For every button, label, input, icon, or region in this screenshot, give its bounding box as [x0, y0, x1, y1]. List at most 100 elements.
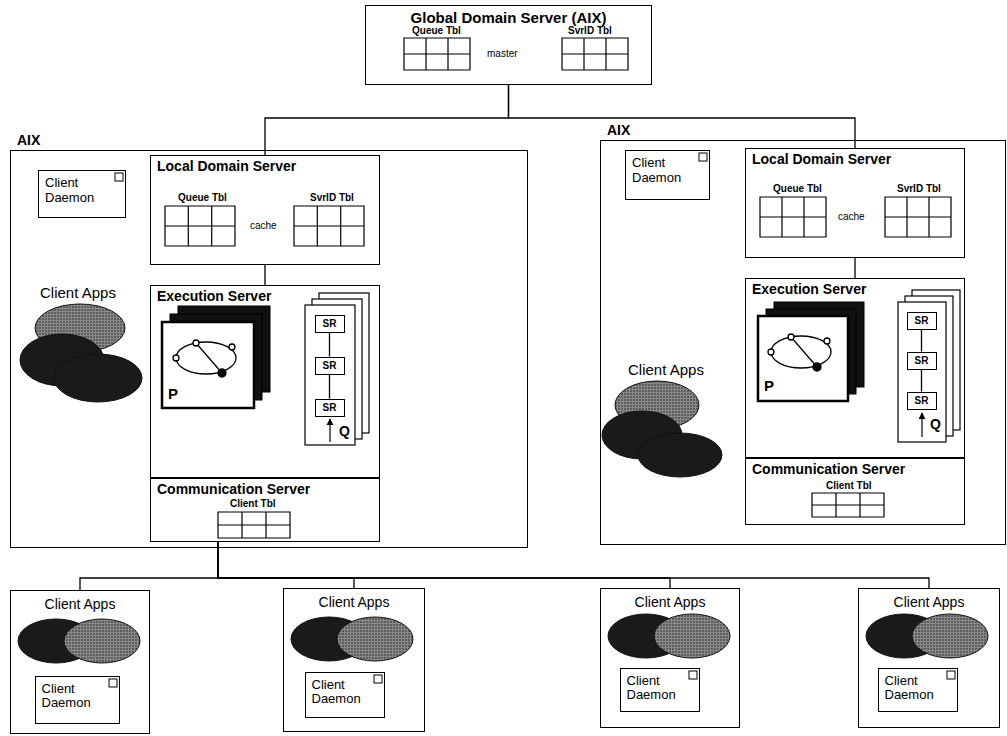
- host-box: AIXClient DaemonLocal Domain ServerExecu…: [10, 150, 528, 548]
- box-label: Client Daemon: [39, 171, 103, 206]
- part-label: cache: [838, 211, 865, 222]
- part-label: Queue Tbl: [178, 192, 227, 203]
- server-box: Execution ServerSR SR SR: [150, 285, 380, 478]
- box-label: Local Domain Server: [746, 149, 964, 169]
- box-label: Client Apps: [859, 589, 999, 610]
- table-grid: [760, 197, 826, 237]
- connector-line: [265, 85, 509, 155]
- connector-line: [329, 375, 330, 399]
- box-label: Client Daemon: [306, 673, 370, 708]
- part-label: Client Apps: [40, 285, 116, 302]
- graph-illustration: [768, 334, 831, 371]
- box-label: Global Domain Server (AIX): [366, 6, 651, 26]
- daemon-corner-mark: [109, 153, 955, 687]
- service-request-box: SR: [907, 352, 937, 370]
- server-box: Communication Server: [150, 478, 380, 542]
- daemon-box: Client Daemon: [625, 150, 710, 200]
- box-label: SR: [316, 316, 344, 331]
- part-label: cache: [250, 220, 277, 231]
- connector-line: [218, 542, 670, 588]
- part-label: Client Tbl: [826, 480, 872, 491]
- queue-page: [898, 290, 960, 442]
- part-label: Client Tbl: [230, 498, 276, 509]
- part-label: Queue Tbl: [412, 25, 461, 36]
- daemon-box: Client Daemon: [305, 672, 385, 718]
- table-grid: [165, 206, 235, 246]
- part-label: SvrID Tbl: [897, 183, 941, 194]
- host-label: AIX: [607, 122, 630, 138]
- box-label: SR: [908, 353, 936, 368]
- box-label: Client Daemon: [621, 669, 685, 704]
- connector-line: [218, 542, 929, 588]
- box-label: Client Apps: [601, 589, 739, 610]
- box-label: Local Domain Server: [151, 156, 379, 176]
- box-label: SR: [316, 358, 344, 373]
- part-label: P: [168, 386, 178, 403]
- part-label: Queue Tbl: [773, 183, 822, 194]
- service-request-box: SR: [315, 399, 345, 417]
- client-apps-blob: [18, 614, 988, 663]
- box-label: Client Daemon: [626, 151, 690, 186]
- client-apps-blob: [602, 381, 722, 477]
- host-label: AIX: [17, 132, 40, 148]
- daemon-box: Client Daemon: [35, 676, 120, 724]
- client-box: Client AppsClient Daemon: [283, 588, 425, 732]
- client-box: Client AppsClient Daemon: [600, 588, 740, 728]
- box-label: Client Apps: [11, 591, 149, 612]
- connector-line: [218, 542, 354, 588]
- daemon-box: Client Daemon: [878, 668, 958, 712]
- connector-line: [80, 542, 218, 590]
- client-box: Client AppsClient Daemon: [858, 588, 1000, 728]
- connector-line: [509, 85, 856, 148]
- service-request-box: SR: [315, 357, 345, 375]
- table-grid: [218, 512, 290, 538]
- service-request-box: SR: [907, 392, 937, 410]
- server-box: Communication Server: [745, 458, 965, 525]
- service-request-box: SR: [907, 312, 937, 330]
- queue-page: [305, 293, 369, 445]
- connector-line: [921, 330, 922, 352]
- box-label: Execution Server: [746, 279, 964, 299]
- box-label: Client Daemon: [36, 677, 100, 712]
- server-box: Global Domain Server (AIX): [365, 5, 652, 85]
- table-grid: [885, 197, 951, 237]
- connector-line: [854, 258, 855, 278]
- part-label: SvrID Tbl: [310, 192, 354, 203]
- client-apps-blob: [20, 304, 142, 402]
- part-label: Q: [930, 417, 941, 432]
- queue-arrow: [921, 413, 922, 437]
- box-label: SR: [316, 400, 344, 415]
- card-stack: [162, 306, 270, 408]
- table-grid: [562, 38, 628, 70]
- box-label: Client Daemon: [879, 669, 943, 704]
- connector-line: [921, 370, 922, 392]
- box-label: SR: [908, 313, 936, 328]
- connector-line: [264, 265, 265, 285]
- table-grid: [404, 38, 470, 70]
- daemon-box: Client Daemon: [620, 668, 700, 712]
- table-grid: [294, 206, 364, 246]
- part-label: P: [764, 378, 774, 395]
- part-label: Client Apps: [628, 362, 704, 379]
- box-label: Communication Server: [746, 459, 964, 479]
- box-label: SR: [908, 393, 936, 408]
- host-box: AIXClient DaemonLocal Domain ServerExecu…: [600, 140, 1006, 545]
- box-label: Communication Server: [151, 479, 379, 499]
- part-label: Q: [339, 424, 350, 439]
- server-box: Local Domain Server: [150, 155, 380, 265]
- card-stack: [758, 302, 864, 401]
- graph-illustration: [173, 340, 236, 377]
- server-box: Local Domain Server: [745, 148, 965, 258]
- service-request-box: SR: [315, 315, 345, 333]
- daemon-box: Client Daemon: [38, 170, 126, 218]
- part-label: SvrID Tbl: [568, 25, 612, 36]
- part-label: master: [487, 48, 518, 59]
- client-box: Client AppsClient Daemon: [10, 590, 150, 734]
- box-label: Execution Server: [151, 286, 379, 306]
- connector-line: [329, 333, 330, 357]
